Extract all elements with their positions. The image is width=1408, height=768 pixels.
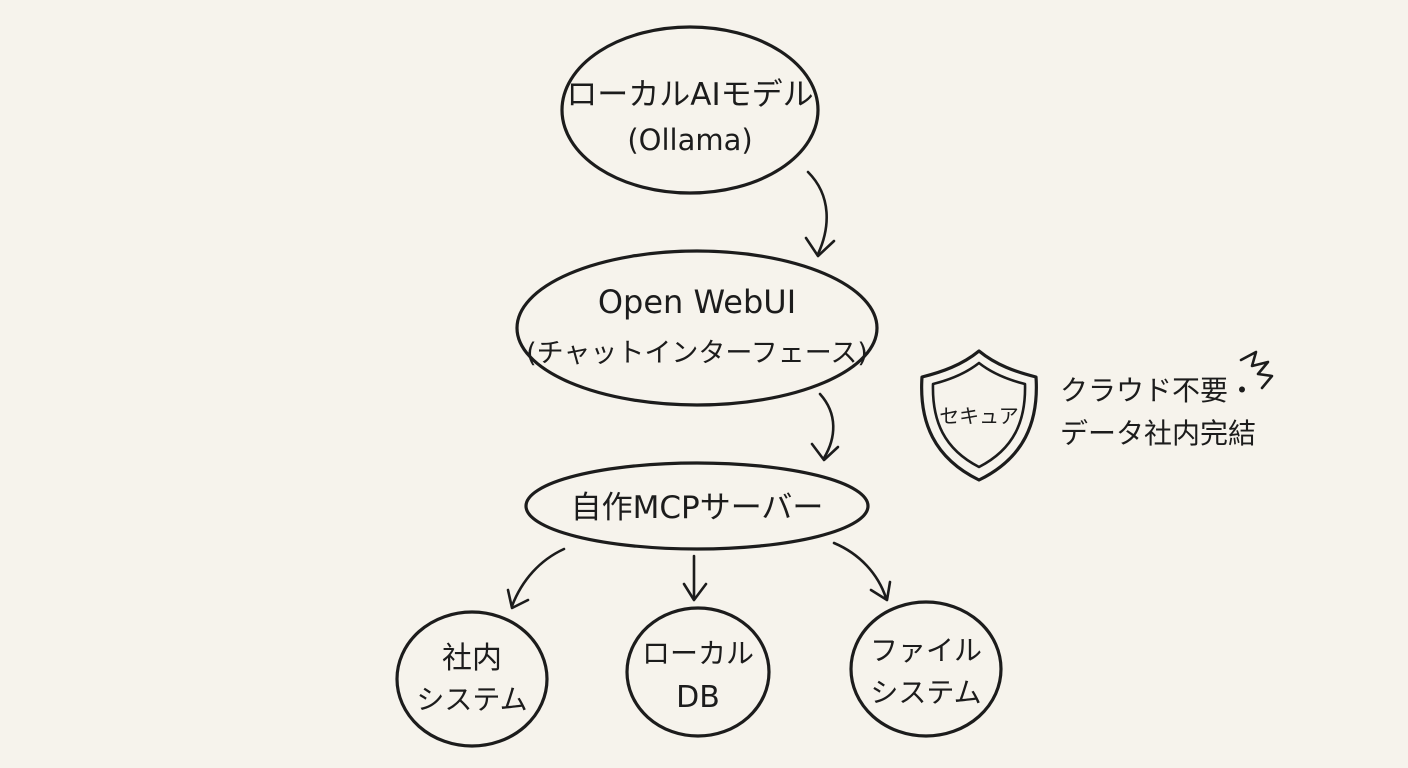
node-mcp-server-shape bbox=[524, 461, 870, 551]
arrow-mcp-to-internal-system bbox=[506, 547, 566, 610]
node-open-webui-shape bbox=[515, 249, 879, 407]
node-file-system-shape bbox=[849, 600, 1003, 738]
security-badge-label: セキュア bbox=[939, 404, 1019, 428]
node-mcp-server-title: 自作MCPサーバー bbox=[571, 490, 824, 526]
node-local-ai-model-shape bbox=[560, 25, 820, 195]
node-local-ai-model-title: ローカルAIモデル bbox=[566, 77, 813, 113]
arrow-local-ai-to-open-webui bbox=[804, 170, 836, 258]
node-local-db-shape bbox=[625, 606, 771, 738]
shield-inner-outline bbox=[931, 361, 1027, 469]
arrow-mcp-to-file-system bbox=[832, 541, 892, 602]
shield-icon bbox=[920, 349, 1038, 482]
node-local-db-line2: DB bbox=[676, 680, 720, 715]
arrow-mcp-to-local-db bbox=[682, 554, 708, 602]
node-internal-system: 社内 システム bbox=[395, 610, 549, 748]
node-internal-system-line2: システム bbox=[416, 683, 527, 716]
node-internal-system-line1: 社内 bbox=[442, 641, 502, 676]
security-shield: セキュア bbox=[920, 349, 1038, 482]
node-local-ai-model-subtitle: (Ollama) bbox=[627, 123, 752, 157]
node-mcp-server: 自作MCPサーバー bbox=[524, 461, 870, 551]
node-open-webui-title: Open WebUI bbox=[598, 283, 796, 321]
node-local-db: ローカル DB bbox=[625, 606, 771, 738]
node-local-ai-model: ローカルAIモデル (Ollama) bbox=[560, 25, 820, 195]
security-note-line2: データ社内完結 bbox=[1060, 417, 1256, 450]
node-file-system: ファイル システム bbox=[849, 600, 1003, 738]
node-file-system-line1: ファイル bbox=[870, 634, 982, 667]
arrow-open-webui-to-mcp-server bbox=[810, 392, 840, 462]
node-internal-system-shape bbox=[395, 610, 549, 748]
security-note: クラウド不要・ データ社内完結 bbox=[1060, 350, 1274, 450]
node-file-system-line2: システム bbox=[870, 676, 981, 709]
node-open-webui-subtitle: (チャットインターフェース) bbox=[526, 338, 868, 369]
sparkle-squiggle-icon bbox=[1239, 350, 1274, 390]
security-note-line1: クラウド不要・ bbox=[1060, 374, 1256, 407]
node-local-db-line1: ローカル bbox=[642, 637, 754, 670]
node-open-webui: Open WebUI (チャットインターフェース) bbox=[515, 249, 879, 407]
